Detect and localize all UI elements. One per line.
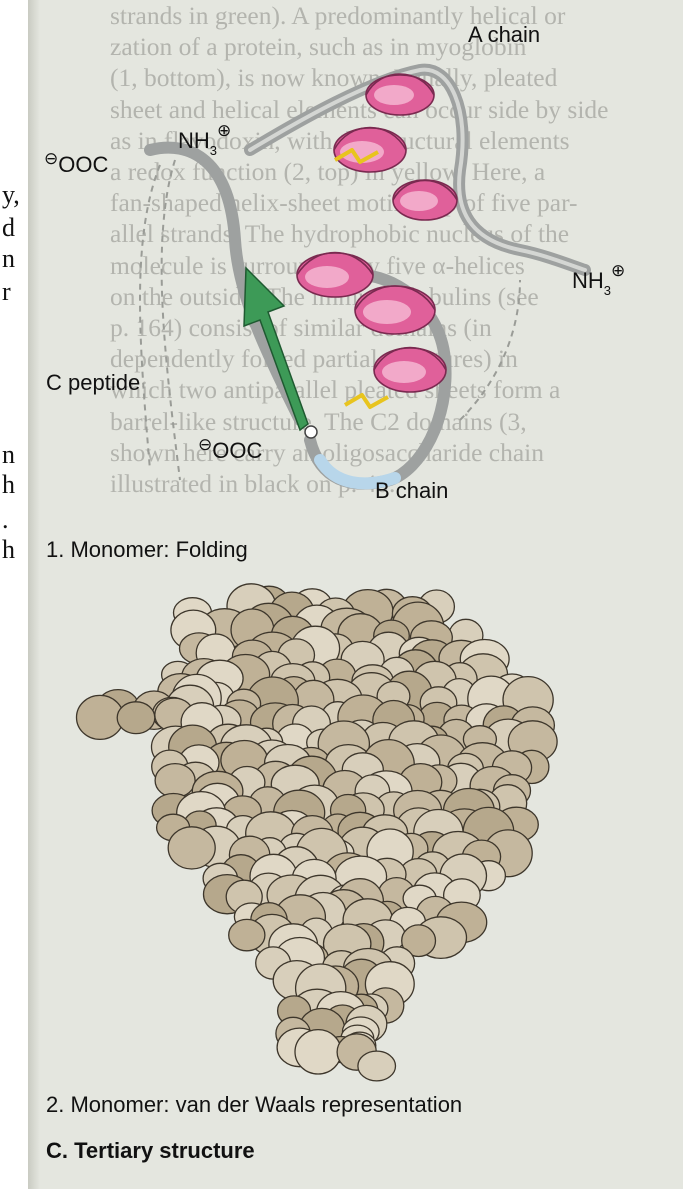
nh3-right-subscript: 3 xyxy=(604,283,611,298)
caption-folding: 1. Monomer: Folding xyxy=(46,537,248,563)
vdw-atom-sphere xyxy=(358,1051,396,1081)
plus-charge-top: ⊕ xyxy=(217,121,231,140)
ooc-bottom-label: ⊖OOC xyxy=(198,438,262,464)
b-chain-helix-2 xyxy=(355,286,435,334)
plus-charge-right: ⊕ xyxy=(611,261,625,280)
minus-charge-bottom: ⊖ xyxy=(198,435,212,454)
c-peptide-backbone xyxy=(150,148,300,420)
vdw-atom-sphere xyxy=(168,827,215,869)
b-chain-label: B chain xyxy=(375,478,448,504)
a-chain-label: A chain xyxy=(468,22,540,48)
vdw-atom-sphere xyxy=(117,702,155,734)
c-peptide-label: C peptide xyxy=(46,370,140,396)
a-chain-helix-1 xyxy=(366,74,434,115)
ooc-top-text: OOC xyxy=(58,152,108,177)
b-chain-helix-1 xyxy=(297,253,373,298)
dashed-peptide-path-right xyxy=(460,280,520,420)
vdw-atom-sphere xyxy=(77,695,124,739)
vdw-atom-sphere xyxy=(155,764,195,798)
minus-charge-top: ⊖ xyxy=(44,149,58,168)
van-der-waals-model xyxy=(77,584,558,1081)
c-peptide-arrow xyxy=(244,268,308,430)
nh3-right-text: NH xyxy=(572,268,604,293)
ooc-top-label: ⊖OOC xyxy=(44,152,108,178)
dashed-peptide-path-left-2 xyxy=(162,160,180,480)
nh3-top-subscript: 3 xyxy=(210,143,217,158)
a-chain-helix-3 xyxy=(393,180,457,220)
section-title: C. Tertiary structure xyxy=(46,1138,255,1164)
nh3-top-text: NH xyxy=(178,128,210,153)
ooc-bottom-text: OOC xyxy=(212,438,262,463)
vdw-atom-sphere xyxy=(229,919,265,950)
dashed-peptide-path-left xyxy=(140,165,160,470)
caption-vdw: 2. Monomer: van der Waals representation xyxy=(46,1092,462,1118)
nh3-top-label: NH3⊕ xyxy=(178,128,231,154)
b-chain-helix-3 xyxy=(374,348,446,393)
vdw-atom-sphere xyxy=(295,1030,341,1074)
a-chain-helix-2 xyxy=(334,128,406,173)
cleavage-site-circle xyxy=(305,426,317,438)
nh3-right-label: NH3⊕ xyxy=(572,268,625,294)
disulfide-bond-2 xyxy=(345,395,388,407)
